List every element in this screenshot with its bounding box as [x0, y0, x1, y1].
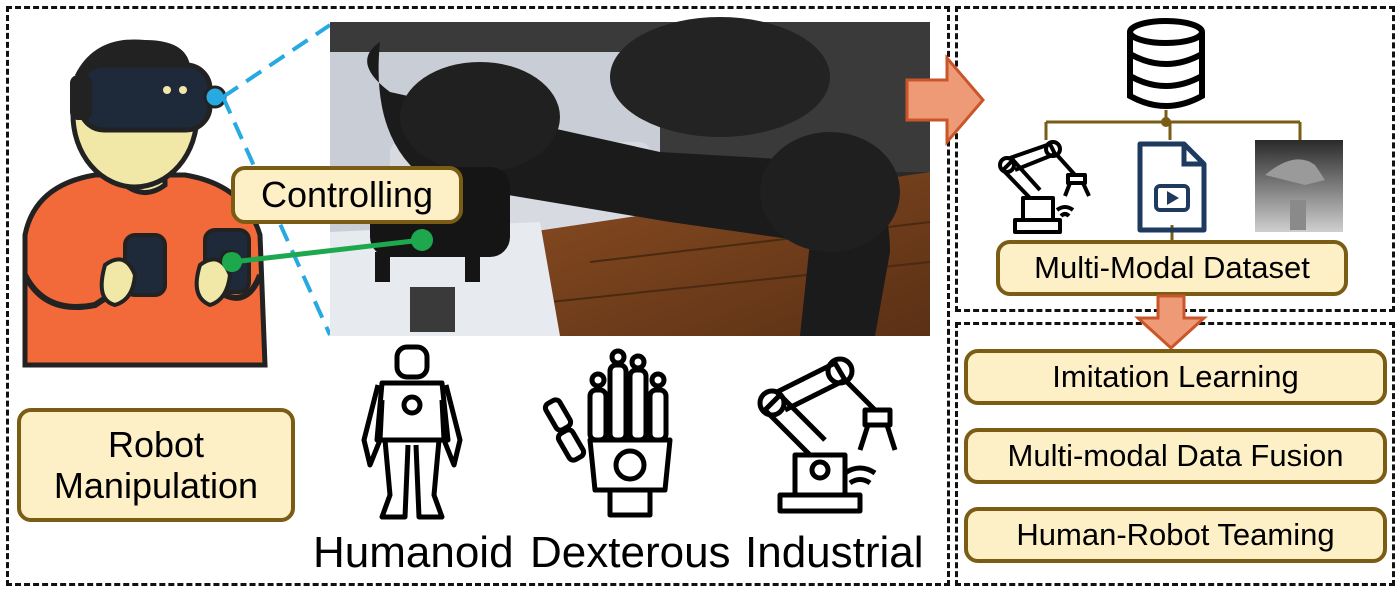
- robot-manipulation-label: Robot Manipulation: [17, 408, 295, 522]
- industrial-arm-icon: [757, 356, 898, 514]
- down-arrow: [1134, 294, 1208, 351]
- controlling-label-text: Controlling: [260, 174, 434, 216]
- left-panel: [6, 6, 950, 586]
- robot-arm-scene-image: [330, 17, 931, 336]
- database-icon: [1127, 18, 1205, 109]
- human-robot-teaming-label: Human-Robot Teaming: [964, 507, 1387, 563]
- imitation-learning-label: Imitation Learning: [964, 349, 1387, 405]
- human-robot-teaming-text: Human-Robot Teaming: [1016, 517, 1335, 553]
- robot-manipulation-text: Robot Manipulation: [53, 423, 259, 506]
- data-fusion-text: Multi-modal Data Fusion: [1007, 438, 1344, 474]
- depth-image-icon: [1255, 140, 1343, 232]
- industrial-label: Industrial: [745, 528, 924, 577]
- right-arrow: [905, 53, 985, 147]
- robot-arm-icon: [998, 140, 1091, 234]
- controlling-label: Controlling: [231, 166, 463, 224]
- multi-modal-dataset-text: Multi-Modal Dataset: [1034, 250, 1310, 286]
- multi-modal-dataset-label: Multi-Modal Dataset: [996, 240, 1348, 296]
- vr-operator-illustration: [22, 39, 268, 368]
- humanoid-robot-icon: [361, 344, 463, 520]
- humanoid-label: Humanoid: [313, 528, 514, 577]
- dexterous-label: Dexterous: [530, 528, 731, 577]
- video-file-icon: [1137, 141, 1207, 233]
- robot-hand-icon: [542, 348, 673, 518]
- imitation-learning-text: Imitation Learning: [1052, 359, 1299, 395]
- data-fusion-label: Multi-modal Data Fusion: [964, 428, 1387, 484]
